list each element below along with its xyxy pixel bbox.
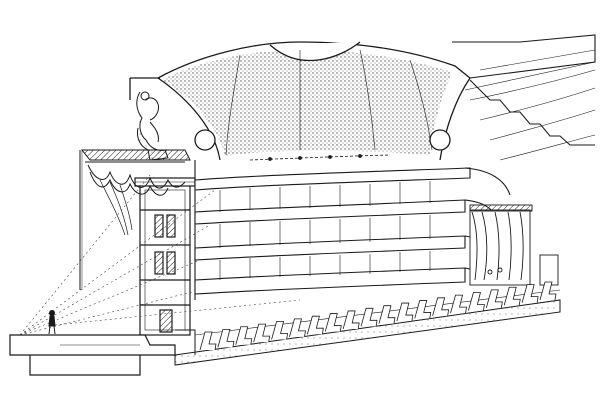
stall-seat [271, 321, 289, 340]
stall-seat [360, 307, 378, 327]
stall-seat [468, 292, 485, 311]
stall-seat [253, 323, 271, 343]
stall-seat [217, 328, 235, 348]
stall-seat [414, 300, 432, 319]
balcony-tiers [194, 160, 511, 300]
proscenium-tower [134, 177, 196, 336]
side-box-curtain [469, 204, 559, 286]
stall-seat [289, 318, 306, 337]
stall-seat [378, 305, 396, 324]
stall-seat [235, 326, 253, 345]
sculpture-ornament [136, 91, 169, 161]
stall-seat [521, 284, 539, 303]
stall-seat [324, 313, 342, 332]
stall-seat [485, 289, 503, 309]
stall-seat [199, 331, 217, 351]
stall-seat [503, 286, 521, 306]
upper-gallery-stairs [452, 34, 596, 161]
stalls-seating [174, 281, 561, 366]
stall-seat [432, 297, 450, 316]
stall-seat [539, 281, 557, 301]
stage-curtain [79, 149, 191, 290]
chandelier-garland [249, 154, 391, 161]
dome-ceiling [129, 41, 471, 161]
stall-seat [450, 294, 467, 314]
stage-floor [9, 334, 176, 376]
performer-figure [48, 310, 56, 335]
stall-seat [396, 302, 414, 322]
stall-seat [306, 315, 324, 335]
stall-seat [342, 310, 360, 330]
